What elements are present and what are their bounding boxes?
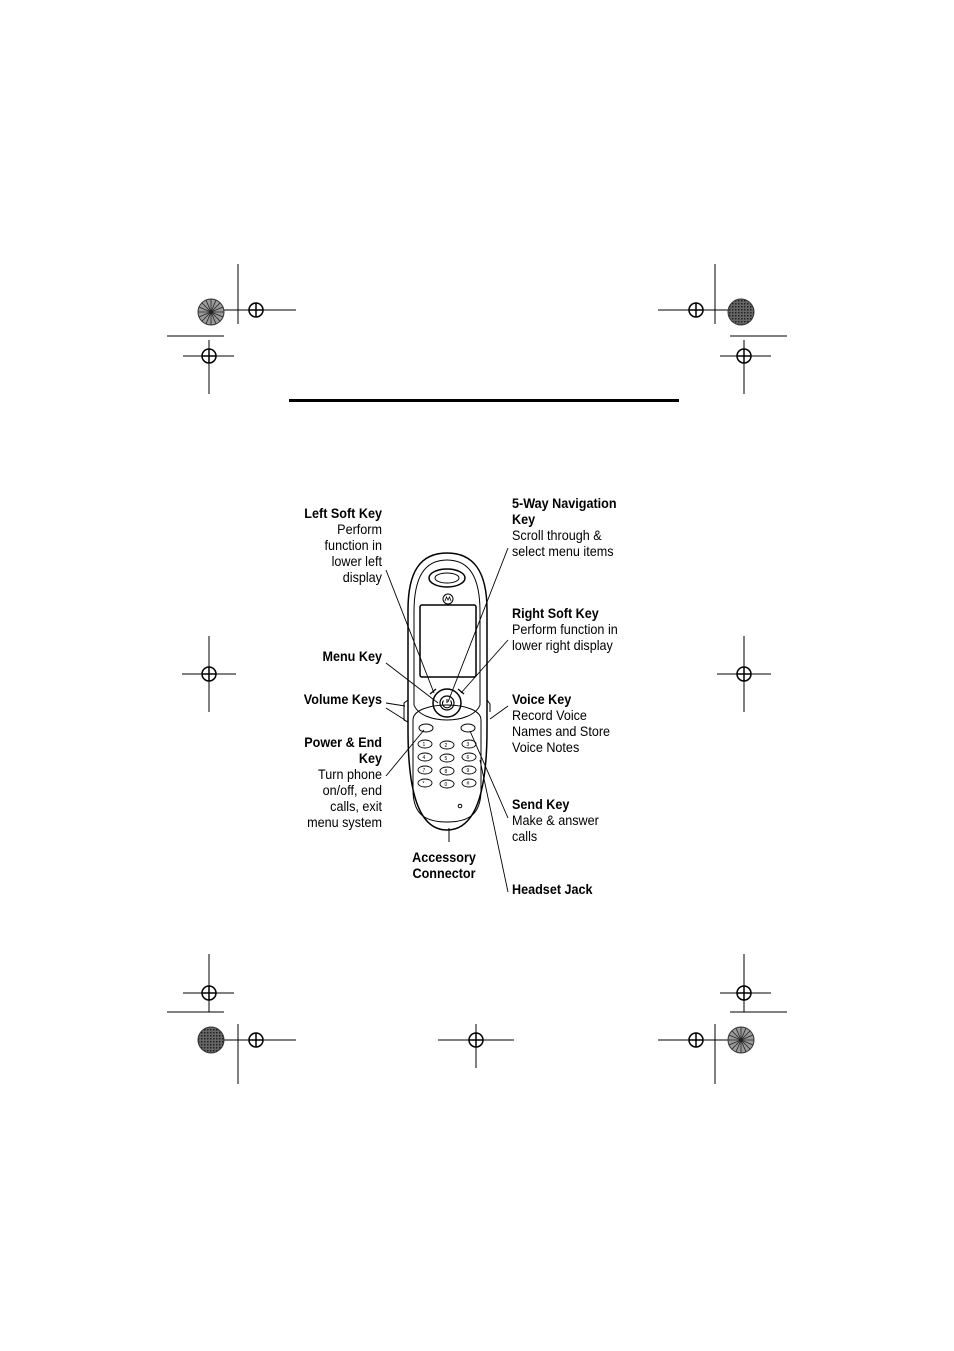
keypad-key [461,752,477,762]
keypad-key-label: 7 [423,768,426,774]
keypad-key [417,778,433,788]
display-screen [419,604,477,678]
keypad-key [439,779,455,789]
callout-title: Right Soft Key [512,605,599,621]
keypad-key [417,765,433,775]
keypad-key-label: 2 [445,743,448,749]
callout-send-key: Send Key Make & answer calls [512,796,638,844]
keypad-key [439,766,455,776]
earpiece-icon [428,568,466,588]
keypad: 1 2 3 4 5 6 7 8 9 * 0 # [417,739,477,789]
callout-title: Left Soft Key [304,505,382,521]
end-key-icon [418,723,434,733]
callout-title: Menu Key [322,648,382,664]
callout-description: Perform function in lower right display [512,621,618,653]
keypad-key-label: 4 [423,755,426,761]
right-soft-key-icon [457,688,465,695]
keypad-key [417,739,433,749]
callout-accessory-connector: Accessory Connector [399,849,489,881]
callout-title: Voice Key [512,691,572,707]
keypad-key [461,778,477,788]
volume-keys-icon [403,699,409,723]
keypad-key-label: 3 [467,742,470,748]
keypad-key-label: 9 [467,768,470,774]
callout-power-end-key: Power & End Key Turn phone on/off, end c… [274,734,382,830]
callout-description: Record Voice Names and Store Voice Notes [512,707,611,755]
callout-voice-key: Voice Key Record Voice Names and Store V… [512,691,638,755]
callout-description: Perform function in lower left display [324,521,382,585]
keypad-key [417,752,433,762]
callout-description: Scroll through & select menu items [512,527,614,559]
callout-headset-jack: Headset Jack [512,881,638,897]
keypad-key-label: 8 [445,769,448,775]
center-select-power-icon [439,695,455,711]
keypad-key [439,753,455,763]
voice-key-icon [486,699,491,712]
callout-right-soft-key: Right Soft Key Perform function in lower… [512,605,638,653]
callout-nav-key: 5-Way Navigation Key Scroll through & se… [512,495,638,559]
keypad-key-label: 0 [445,782,448,788]
keypad-key [461,765,477,775]
keypad-key [439,740,455,750]
keypad-key-label: 6 [467,755,470,761]
callout-title: 5-Way Navigation Key [512,495,617,527]
callout-volume-keys: Volume Keys [274,691,382,707]
phone-upper-bezel [413,559,481,721]
header-rule [289,399,679,402]
keypad-key-label: * [423,781,425,787]
motorola-logo-icon [442,593,454,605]
callout-title: Volume Keys [303,691,382,707]
phone-lower-shell [412,704,482,823]
callout-description: Turn phone on/off, end calls, exit menu … [307,766,382,830]
callout-left-soft-key: Left Soft Key Perform function in lower … [274,505,382,585]
keypad-key-label: # [467,781,470,787]
keypad-key-label: 1 [423,742,426,748]
send-key-icon [460,723,476,733]
callout-title: Accessory Connector [412,849,476,881]
keypad-key-label: 5 [445,756,448,762]
5-way-navigation-key-icon [432,688,462,718]
phone-outer-body [407,552,488,831]
phone-illustration [403,552,491,842]
callout-description: Make & answer calls [512,812,599,844]
callout-title: Headset Jack [512,881,593,897]
callout-title: Send Key [512,796,570,812]
leader-lines [385,547,509,893]
microphone-icon [457,803,463,809]
callout-title: Power & End Key [304,734,382,766]
callout-menu-key: Menu Key [274,648,382,664]
